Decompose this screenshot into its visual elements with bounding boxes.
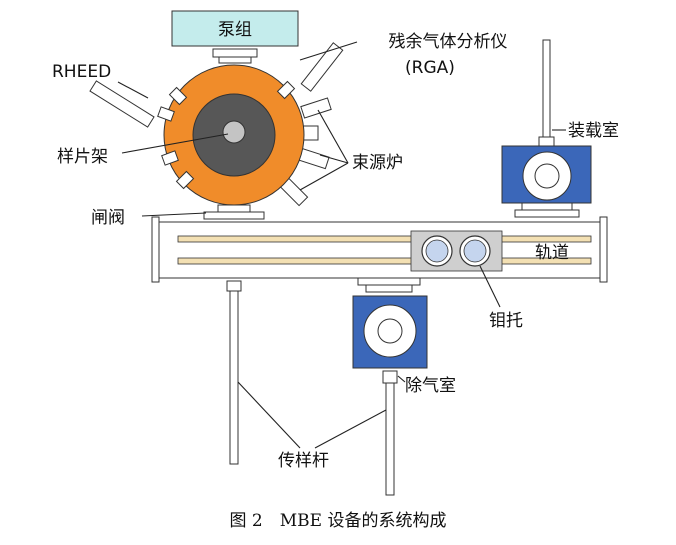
left-rod [229,290,239,465]
leader-rga [299,41,358,61]
port-stub [175,170,195,190]
rheed-tube [89,80,155,128]
gate-valve-top [217,204,251,213]
leader-sample-holder [121,133,229,154]
left-rod-cap [226,280,242,292]
track-label: 轨道 [535,243,569,263]
leader-transfer-rod-1 [237,381,301,449]
pump-flange [212,48,258,58]
degas-rod-cap [382,370,398,384]
load-rod-cap [538,136,555,147]
gate-valve-body [203,211,265,220]
leader-lines [117,41,566,449]
molybdenum-tray-carrier [410,230,503,272]
leader-source-1 [317,109,349,164]
rga-label-line1: 残余气体分析仪 [389,32,508,52]
load-flange [514,209,580,218]
leader-molybdenum-tray [479,265,501,308]
leader-degas-chamber [397,375,406,383]
sample-holder-label: 样片架 [57,147,108,167]
load-chamber-label: 装载室 [568,121,619,141]
leader-transfer-rod-2 [314,409,387,449]
chamber-ports [89,42,344,207]
degas-chamber [352,277,428,496]
pump-label: 泵组 [218,20,252,40]
growth-chamber [157,64,305,206]
molybdenum-tray-label: 钼托 [489,311,523,331]
track-end-left [151,216,160,283]
tray-disk-inner [463,239,487,263]
degas-chamber-label: 除气室 [405,376,456,396]
rga-label-line2: (RGA) [405,58,455,78]
labels: 残余气体分析仪 (RGA) RHEED 样片架 束源炉 闸阀 装载室 钼托 除气… [52,32,619,471]
load-chamber [501,39,592,218]
leader-rheed [117,81,149,99]
leader-gate-valve [141,212,207,217]
load-flange [521,202,573,211]
track-rail-lower [177,257,592,265]
track-rail-upper [177,235,592,243]
source-cell [300,97,332,119]
port-stub [168,86,188,106]
rga-tube [300,42,344,92]
transfer-rod-label: 传样杆 [278,451,329,471]
port-stub [276,80,296,100]
load-chamber-disk [534,163,560,189]
gate-valve-label: 闸阀 [91,208,125,228]
gate-valve [203,204,265,220]
leader-source-3 [299,162,349,191]
degas-flange [357,277,421,286]
degas-chamber-disk [377,318,403,344]
load-rod [542,39,551,138]
track-end-right [599,216,608,283]
left-transfer-rod [226,280,242,465]
pump-flange [218,56,252,64]
degas-flange [365,284,413,293]
source-label: 束源炉 [352,153,403,173]
degas-rod [385,382,395,496]
transfer-track: 轨道 [151,216,608,283]
pump-box [171,10,299,47]
track-housing [158,221,601,279]
figure-caption: 图 2 MBE 设备的系统构成 [230,511,447,531]
rheed-label: RHEED [52,62,111,82]
port-stub [157,106,175,122]
tray-disk-inner [425,239,449,263]
pump-unit: 泵组 [171,10,299,64]
port-stub [161,150,179,166]
leader-source-2 [319,154,349,164]
sample-disk [222,120,246,144]
